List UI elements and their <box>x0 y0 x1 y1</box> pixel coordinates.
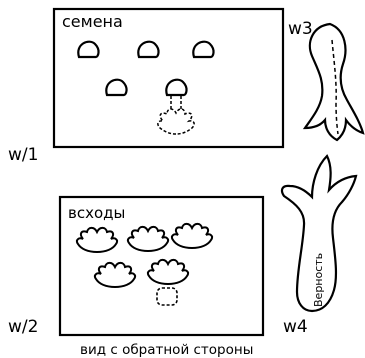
sprout-icon <box>93 261 137 289</box>
piece-w3-label: w3 <box>288 19 313 39</box>
sprouts-panel-corner-label: w/2 <box>8 317 38 337</box>
piece-w4-inner-text: Верность <box>312 253 325 307</box>
seeds-panel-corner-label: w/1 <box>8 145 38 165</box>
seed-icon <box>165 78 188 97</box>
piece-w4-label: w4 <box>283 317 308 337</box>
sprout-icon <box>146 258 190 286</box>
sprout-icon <box>170 222 214 250</box>
seed-icon <box>192 40 215 59</box>
seeds-panel-label: семена <box>62 12 123 31</box>
dashed-seed-icon <box>156 287 178 306</box>
piece-w4-outline <box>280 154 358 313</box>
sprouts-panel-label: всходы <box>68 204 125 222</box>
seed-icon <box>105 78 128 97</box>
seeds-panel-frame <box>52 7 285 149</box>
dashed-sprout-icon <box>157 96 195 135</box>
sprouts-panel: всходы w/2 <box>8 195 265 337</box>
piece-w3-center-line <box>331 39 339 135</box>
seed-icon <box>137 40 160 59</box>
seed-icon <box>77 40 100 59</box>
sprout-icon <box>75 226 119 254</box>
piece-w3: w3 <box>288 19 365 142</box>
piece-w3-outline <box>302 22 365 142</box>
caption: вид с обратной стороны <box>80 342 253 358</box>
seeds-panel: семена w/1 <box>8 7 285 165</box>
sprouts-panel-frame <box>58 195 265 337</box>
sprout-icon <box>126 225 170 253</box>
piece-w4: Верность w4 <box>280 154 358 337</box>
